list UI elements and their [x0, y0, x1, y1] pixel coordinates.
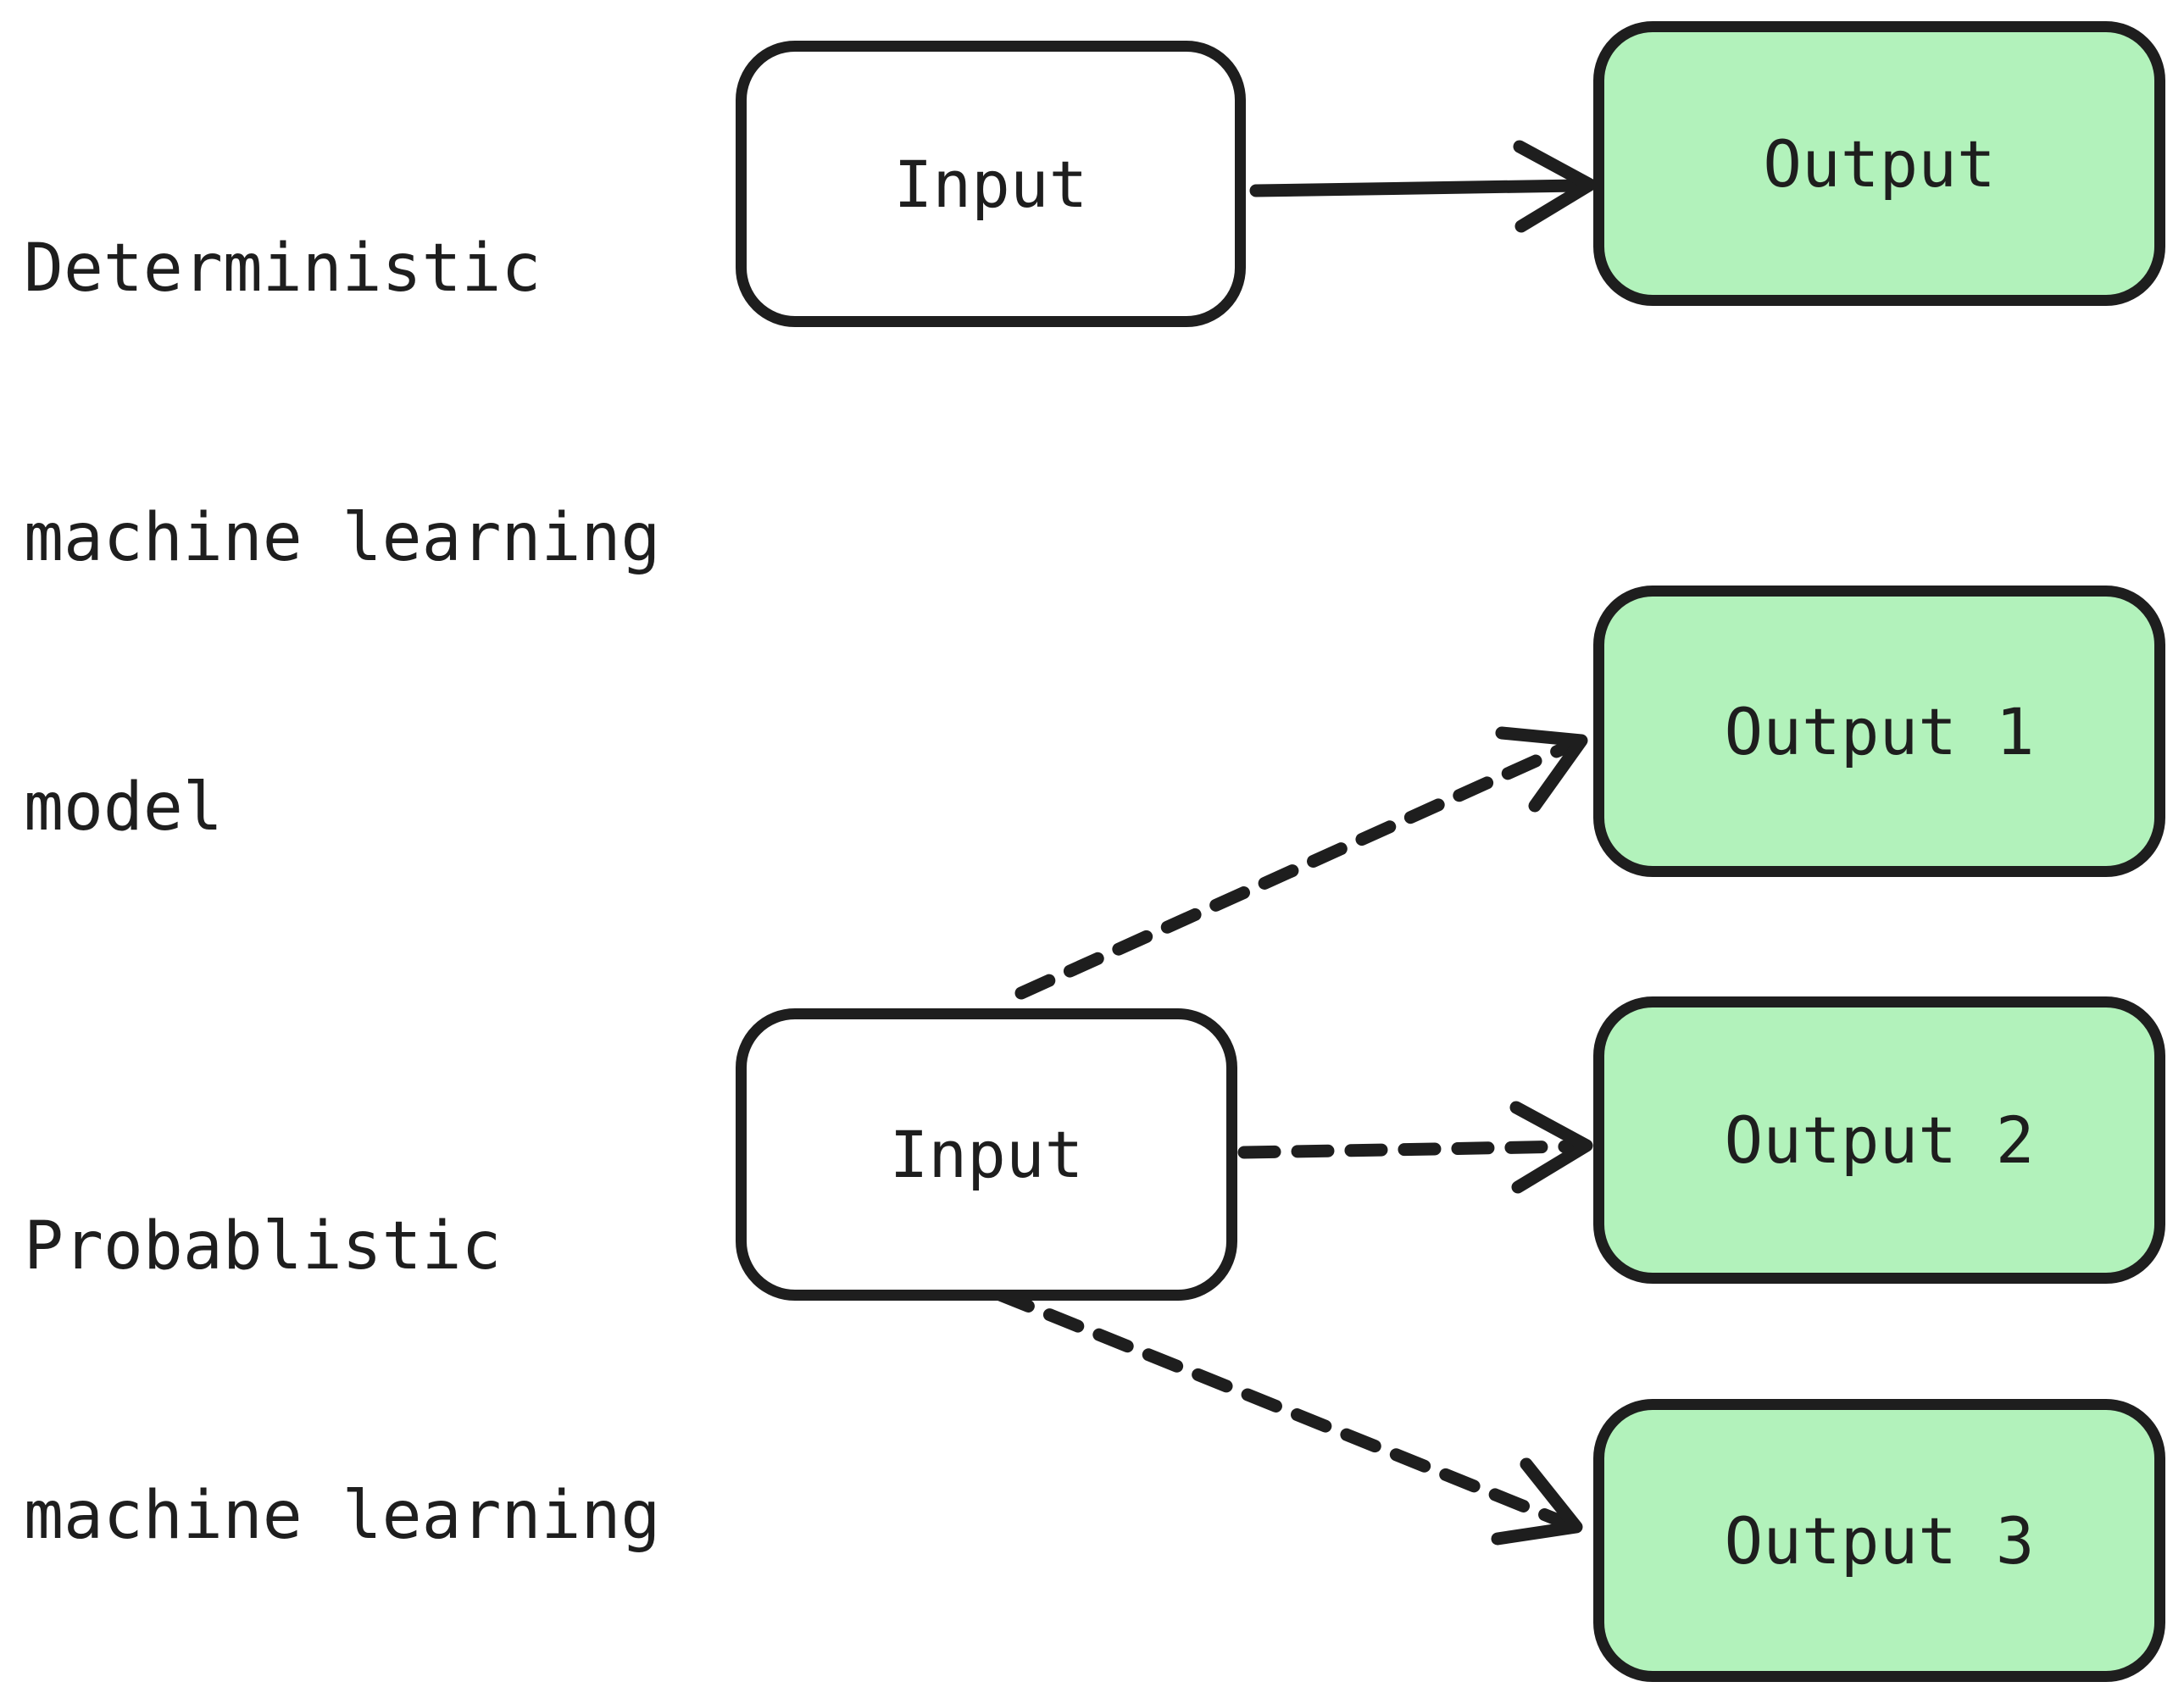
caption-line: model [24, 769, 223, 846]
node-label: Input [889, 1117, 1084, 1192]
dashed-arrow-input-to-output-2 [1237, 1101, 1593, 1194]
solid-arrow-head [1513, 140, 1597, 233]
probabilistic-model-caption: Probablistic machine learning model (LLM… [24, 1022, 660, 1704]
solid-arrow-input-to-output [1249, 140, 1597, 233]
caption-line: Deterministic [24, 230, 542, 307]
node-label: Output 2 [1724, 1102, 2035, 1178]
node-label: Output 1 [1724, 693, 2035, 769]
node-label: Output [1763, 125, 1996, 202]
deterministic-input-node: Input [736, 41, 1246, 327]
probabilistic-output-3-node: Output 3 [1593, 1399, 2165, 1682]
caption-line: machine learning [24, 500, 661, 576]
dashed-arrow-3-line [993, 1288, 1571, 1529]
dashed-arrow-input-to-output-1 [1014, 726, 1588, 1000]
caption-line: Probablistic [24, 1208, 502, 1285]
dashed-arrow-2-line [1237, 1140, 1580, 1159]
node-label: Input [893, 146, 1088, 222]
dashed-arrow-2-head [1509, 1101, 1593, 1194]
dashed-arrow-1-head [1495, 726, 1588, 813]
deterministic-output-node: Output [1593, 21, 2165, 306]
probabilistic-input-node: Input [736, 1008, 1237, 1301]
caption-line: machine learning [24, 1478, 661, 1554]
node-label: Output 3 [1724, 1502, 2035, 1579]
dashed-arrow-input-to-output-3 [993, 1288, 1583, 1546]
dashed-arrow-1-line [1014, 739, 1576, 1000]
probabilistic-output-1-node: Output 1 [1593, 586, 2165, 877]
probabilistic-output-2-node: Output 2 [1593, 996, 2165, 1284]
dashed-arrow-3-head [1491, 1457, 1583, 1546]
solid-arrow-line [1249, 179, 1585, 197]
deterministic-model-caption: Deterministic machine learning model [24, 44, 660, 1032]
